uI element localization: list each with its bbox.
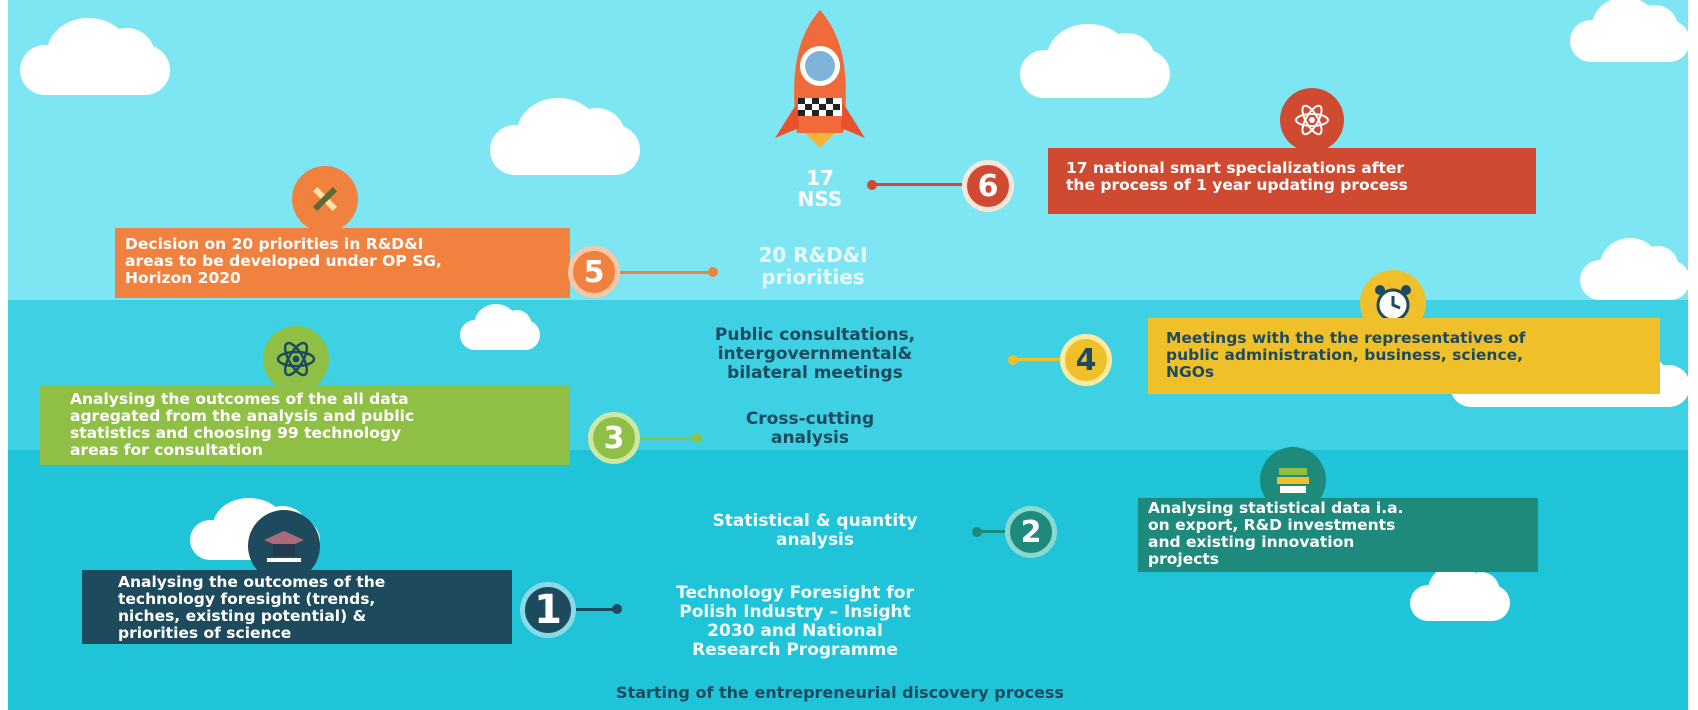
step-1-number: 1 xyxy=(520,582,576,638)
step-4-number: 4 xyxy=(1060,334,1112,386)
priorities-label: 20 R&D&I priorities xyxy=(758,243,868,289)
nss-label: 17 NSS xyxy=(797,166,843,211)
step-3-label: Cross-cutting analysis xyxy=(745,409,875,448)
step-3-box: Analysing the outcomes of the all data a… xyxy=(40,385,570,465)
footer-caption: Starting of the entrepreneurial discover… xyxy=(616,683,1064,702)
connector-dot xyxy=(708,267,718,277)
cloud xyxy=(490,97,640,175)
connector-line xyxy=(620,271,710,274)
step-6-number: 6 xyxy=(962,160,1014,212)
step-3-number: 3 xyxy=(588,412,640,464)
step-5-number: 5 xyxy=(568,246,620,298)
connector-line xyxy=(980,530,1010,533)
cloud xyxy=(1410,565,1510,621)
rocket-icon xyxy=(775,10,865,148)
step-2-number: 2 xyxy=(1005,506,1057,558)
pencil-ruler-icon xyxy=(292,166,358,232)
step-5-box: Decision on 20 priorities in R&D&I areas… xyxy=(115,228,570,298)
cloud xyxy=(1570,0,1690,62)
step-4-box: Meetings with the the representatives of… xyxy=(1148,318,1660,394)
cloud xyxy=(1580,238,1690,300)
left-frame xyxy=(0,0,8,710)
cloud xyxy=(460,303,540,350)
right-frame xyxy=(1688,0,1698,710)
connector-line xyxy=(875,183,965,186)
cloud xyxy=(1020,23,1170,98)
step-6-box: 17 national smart specializations after … xyxy=(1048,148,1536,214)
step-4-label: Public consultations, intergovernmental&… xyxy=(714,325,916,383)
atom-icon xyxy=(263,326,329,392)
connector-dot xyxy=(692,433,702,443)
connector-line xyxy=(576,608,616,611)
connector-dot xyxy=(867,180,877,190)
connector-dot xyxy=(972,527,982,537)
connector-line xyxy=(640,437,695,440)
connector-line xyxy=(1016,358,1066,361)
step-2-label: Statistical & quantity analysis xyxy=(712,511,918,550)
connector-dot xyxy=(612,604,622,614)
step-2-box: Analysing statistical data i.a. on expor… xyxy=(1138,498,1538,572)
step-1-label: Technology Foresight for Polish Industry… xyxy=(676,583,914,660)
cloud xyxy=(20,17,170,95)
lightbulb-atom-icon xyxy=(1280,88,1344,152)
step-1-box: Analysing the outcomes of the technology… xyxy=(82,570,512,644)
connector-dot xyxy=(1008,355,1018,365)
